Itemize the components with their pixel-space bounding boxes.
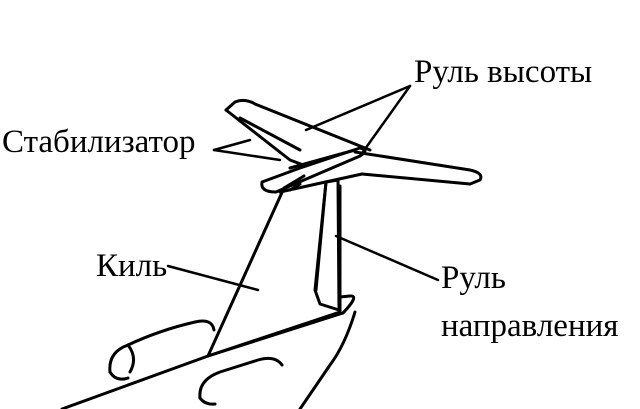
- rudder-leader: [334, 234, 440, 282]
- elevator-leader-1: [304, 84, 412, 132]
- rudder: [313, 178, 341, 312]
- leader-lines: [166, 84, 440, 292]
- fin-label: Киль: [96, 248, 168, 284]
- engine-nacelles: [108, 319, 284, 406]
- vertical-fin: [206, 174, 342, 358]
- elevator-label: Руль высоты: [414, 54, 593, 90]
- stabilizer-leader-2: [212, 148, 282, 162]
- rudder-label-line2: направления: [441, 308, 619, 344]
- stabilizer-leader-1: [212, 138, 252, 152]
- stabilizer-label: Стабилизатор: [2, 124, 196, 160]
- rudder-label-line1: Руль: [441, 260, 506, 296]
- horizontal-tail: [224, 98, 483, 194]
- elevator-leader-2: [358, 84, 412, 158]
- fin-leader: [166, 264, 260, 292]
